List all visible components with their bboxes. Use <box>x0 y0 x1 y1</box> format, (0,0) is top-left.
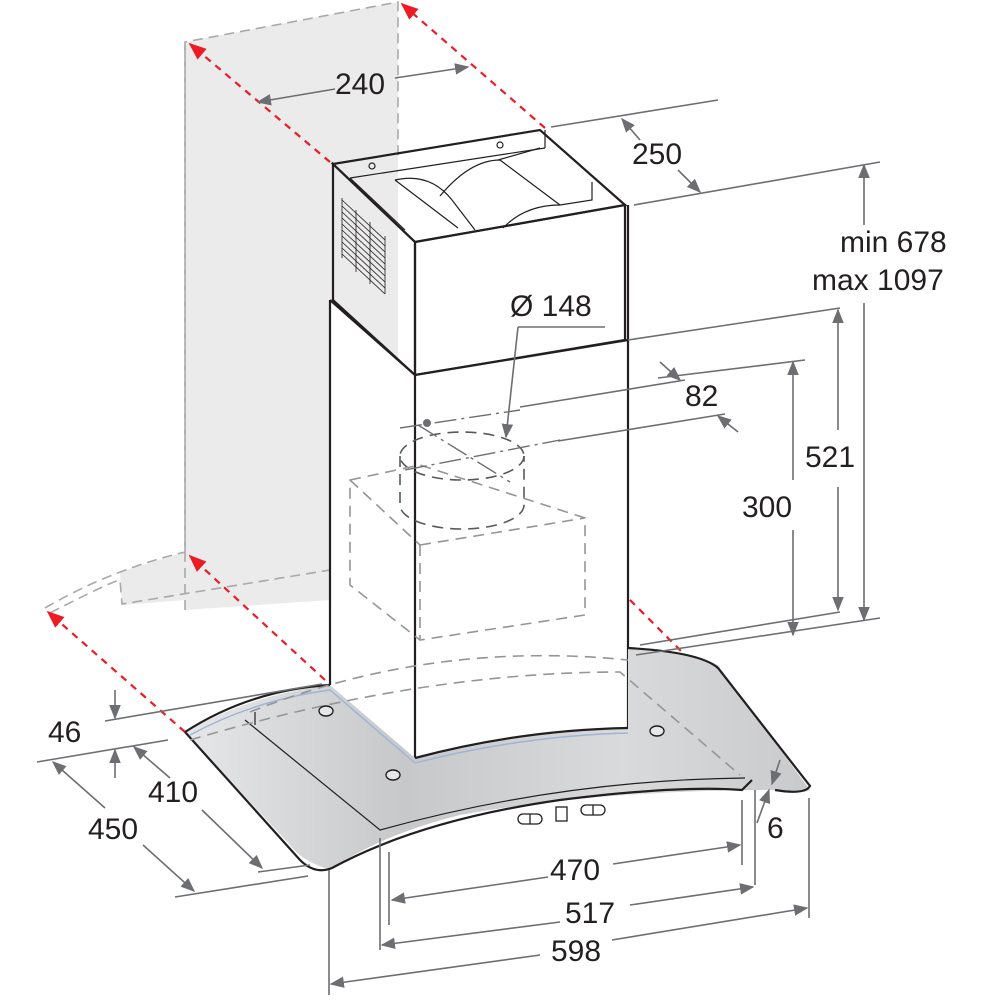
dim-widths <box>328 790 810 995</box>
dim-height-overall <box>627 163 881 656</box>
dim-250 <box>550 99 881 206</box>
dim-240 <box>256 63 470 106</box>
label-250: 250 <box>632 138 683 171</box>
dim-148-leader <box>501 326 605 439</box>
label-height-min: min 678 <box>840 226 947 259</box>
label-470: 470 <box>550 854 601 887</box>
hidden-duct-and-motor <box>349 409 586 641</box>
label-410: 410 <box>148 776 199 809</box>
lower-chimney <box>328 205 630 758</box>
glass-canopy <box>184 646 812 872</box>
label-300: 300 <box>742 491 793 524</box>
label-521: 521 <box>805 441 856 474</box>
dim-6 <box>756 759 782 824</box>
label-duct-diameter: Ø 148 <box>510 290 592 323</box>
label-598: 598 <box>551 935 602 968</box>
dim-82 <box>519 361 739 442</box>
label-46: 46 <box>48 716 82 749</box>
label-450: 450 <box>88 813 139 846</box>
dim-46 <box>36 683 323 778</box>
dim-521 <box>639 308 844 646</box>
label-6: 6 <box>767 812 784 845</box>
mounting-holes <box>318 705 665 781</box>
label-517: 517 <box>565 897 616 930</box>
label-240: 240 <box>335 68 386 101</box>
label-82: 82 <box>685 380 719 413</box>
dim-300 <box>657 359 806 637</box>
label-height-max: max 1097 <box>812 264 944 297</box>
control-panel[interactable] <box>517 804 606 825</box>
dim-410-450 <box>51 746 311 898</box>
vent-grille <box>341 198 386 295</box>
